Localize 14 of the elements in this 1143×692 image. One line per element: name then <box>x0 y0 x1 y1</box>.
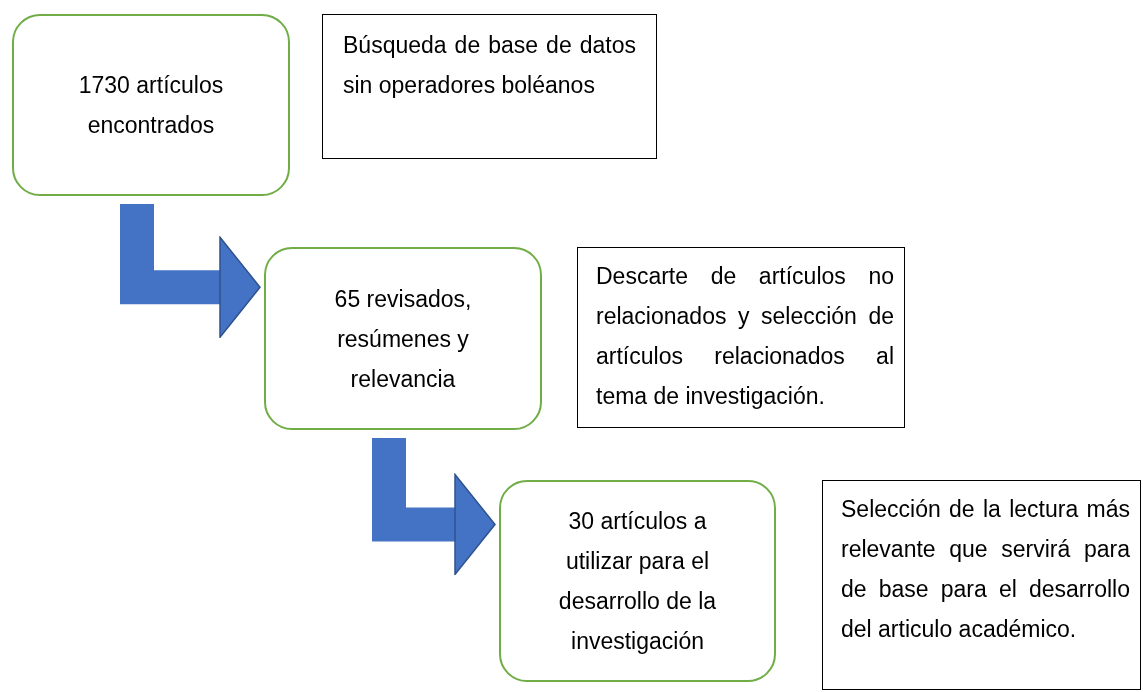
bent-block-arrow <box>120 204 261 338</box>
box-text: Selección de la lectura más relevante que servirá para de base para el desarrollo del articulo académico. <box>841 495 1130 644</box>
process-box <box>264 247 542 430</box>
note-box <box>322 14 657 159</box>
box-text: Búsqueda de base de datos sin operadores boléanos <box>343 31 636 100</box>
box-text: 1730 artículos encontrados <box>77 71 225 140</box>
process-box <box>12 14 290 196</box>
bent-block-arrow <box>372 438 496 576</box>
box-text: Descarte de artículos no relacionados y selección de artículos relacionados al tema de investigación. <box>596 262 894 411</box>
process-box <box>499 480 776 682</box>
note-box <box>822 480 1141 690</box>
box-text: 30 artículos a utilizar para el desarrollo de la investigación <box>557 507 718 656</box>
box-text: 65 revisados, resúmenes y relevancia <box>333 284 473 394</box>
note-box <box>577 247 905 428</box>
